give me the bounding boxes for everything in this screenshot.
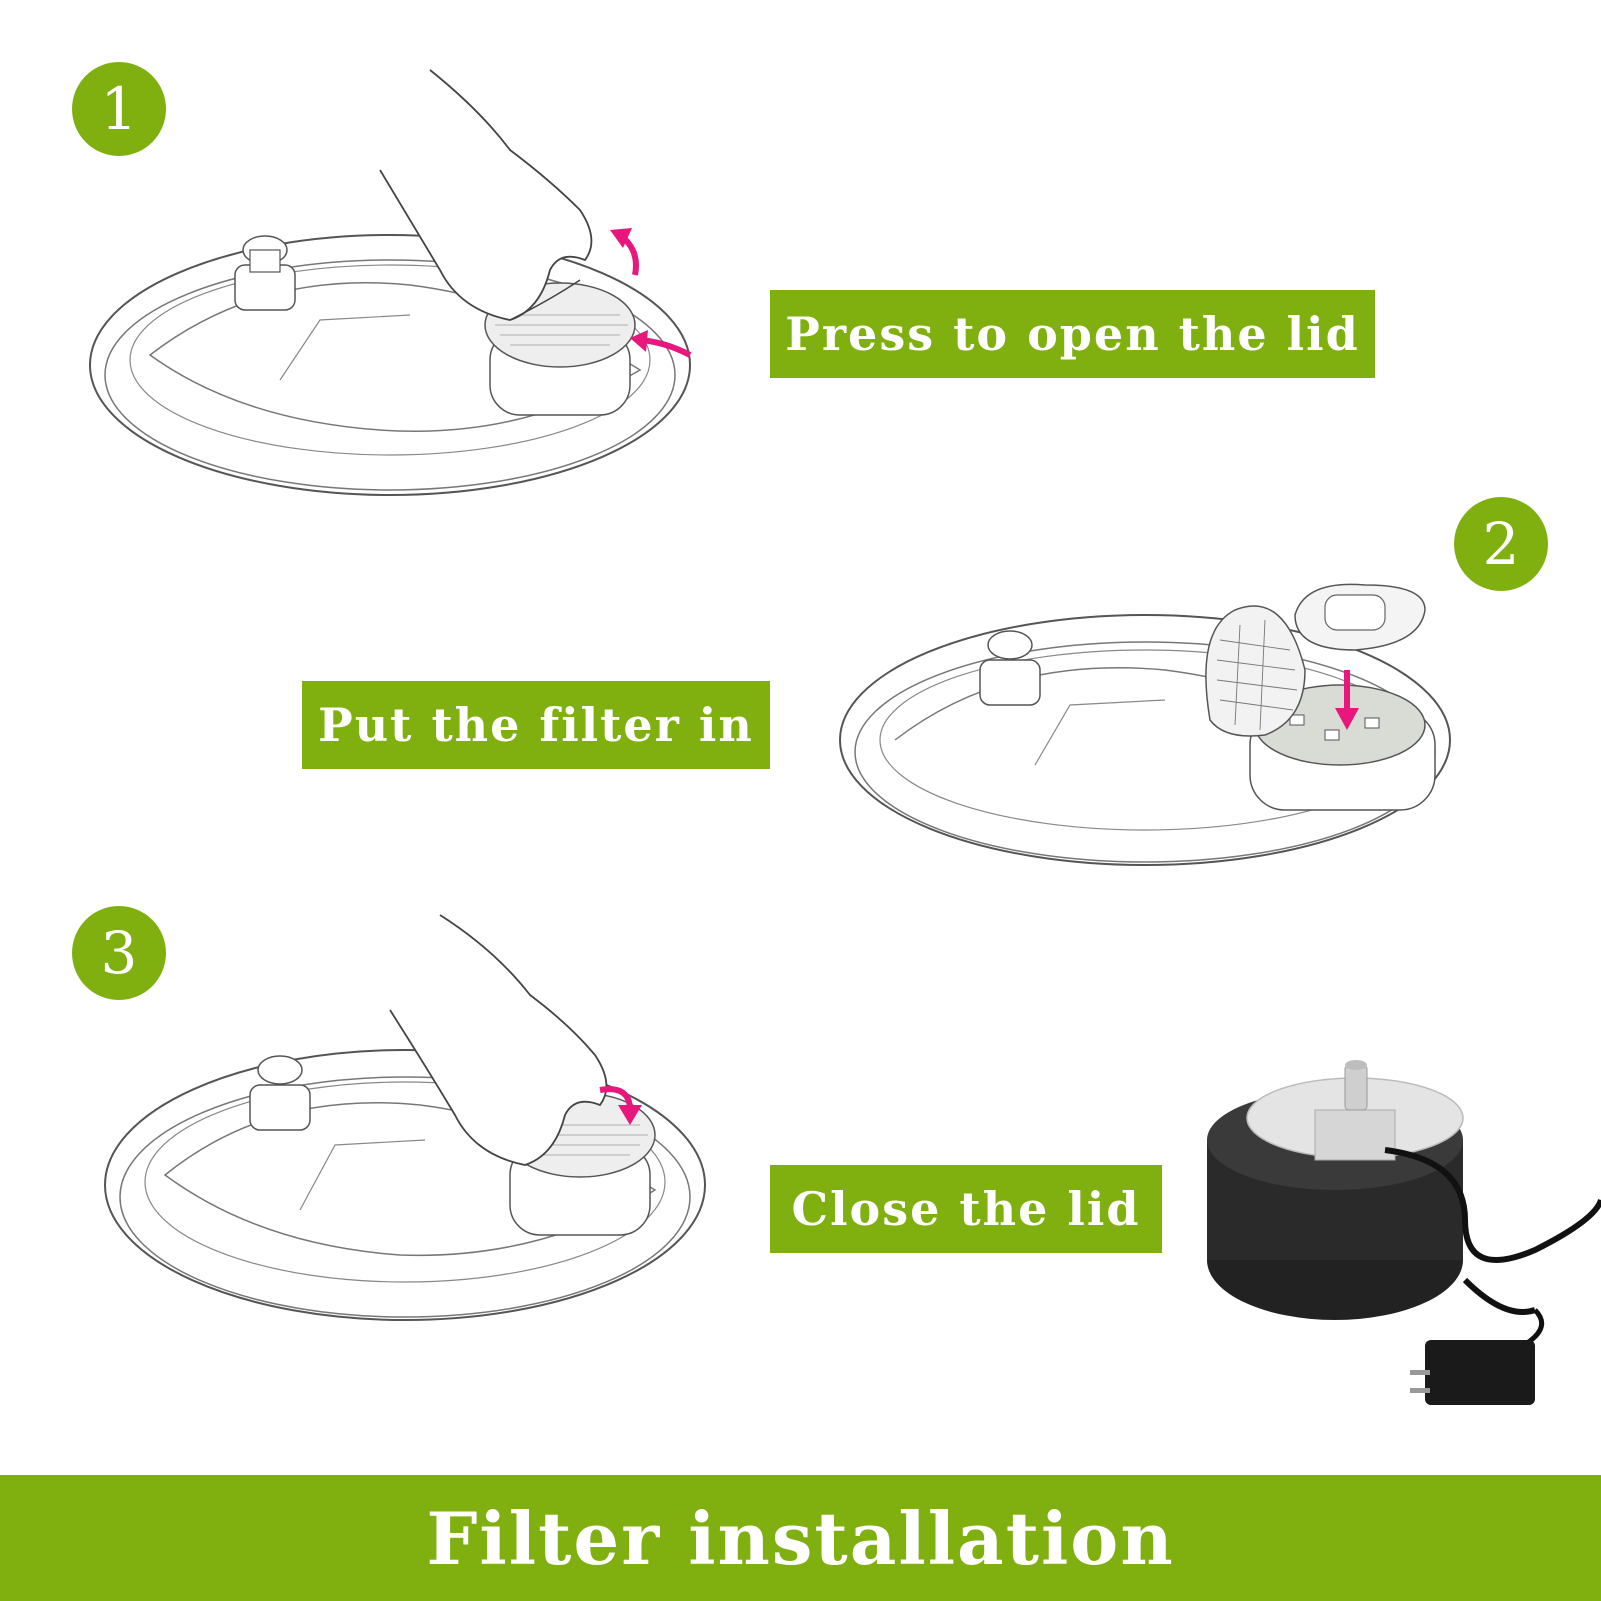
footer-title: Filter installation	[0, 1475, 1601, 1601]
open-lid	[1205, 605, 1306, 737]
hand	[389, 914, 608, 1166]
step-1-illustration	[89, 69, 692, 496]
pump-photo	[1207, 1060, 1601, 1405]
tray-outline	[104, 1049, 706, 1321]
step-3-badge: 3	[72, 906, 166, 1000]
step-3-label: Close the lid	[770, 1165, 1162, 1253]
tray-outline	[89, 234, 691, 496]
tray-outline	[839, 614, 1451, 866]
power-cable	[1384, 1147, 1601, 1263]
step-1-badge: 1	[72, 62, 166, 156]
hand	[379, 69, 593, 321]
step-2-label: Put the filter in	[302, 681, 770, 769]
step-2-illustration	[839, 583, 1451, 866]
power-plug	[1425, 1340, 1535, 1405]
step-3-illustration	[104, 914, 706, 1321]
step-1-label: Press to open the lid	[770, 290, 1375, 378]
pump-nozzle	[1344, 1064, 1368, 1111]
step-2-badge: 2	[1454, 497, 1548, 591]
